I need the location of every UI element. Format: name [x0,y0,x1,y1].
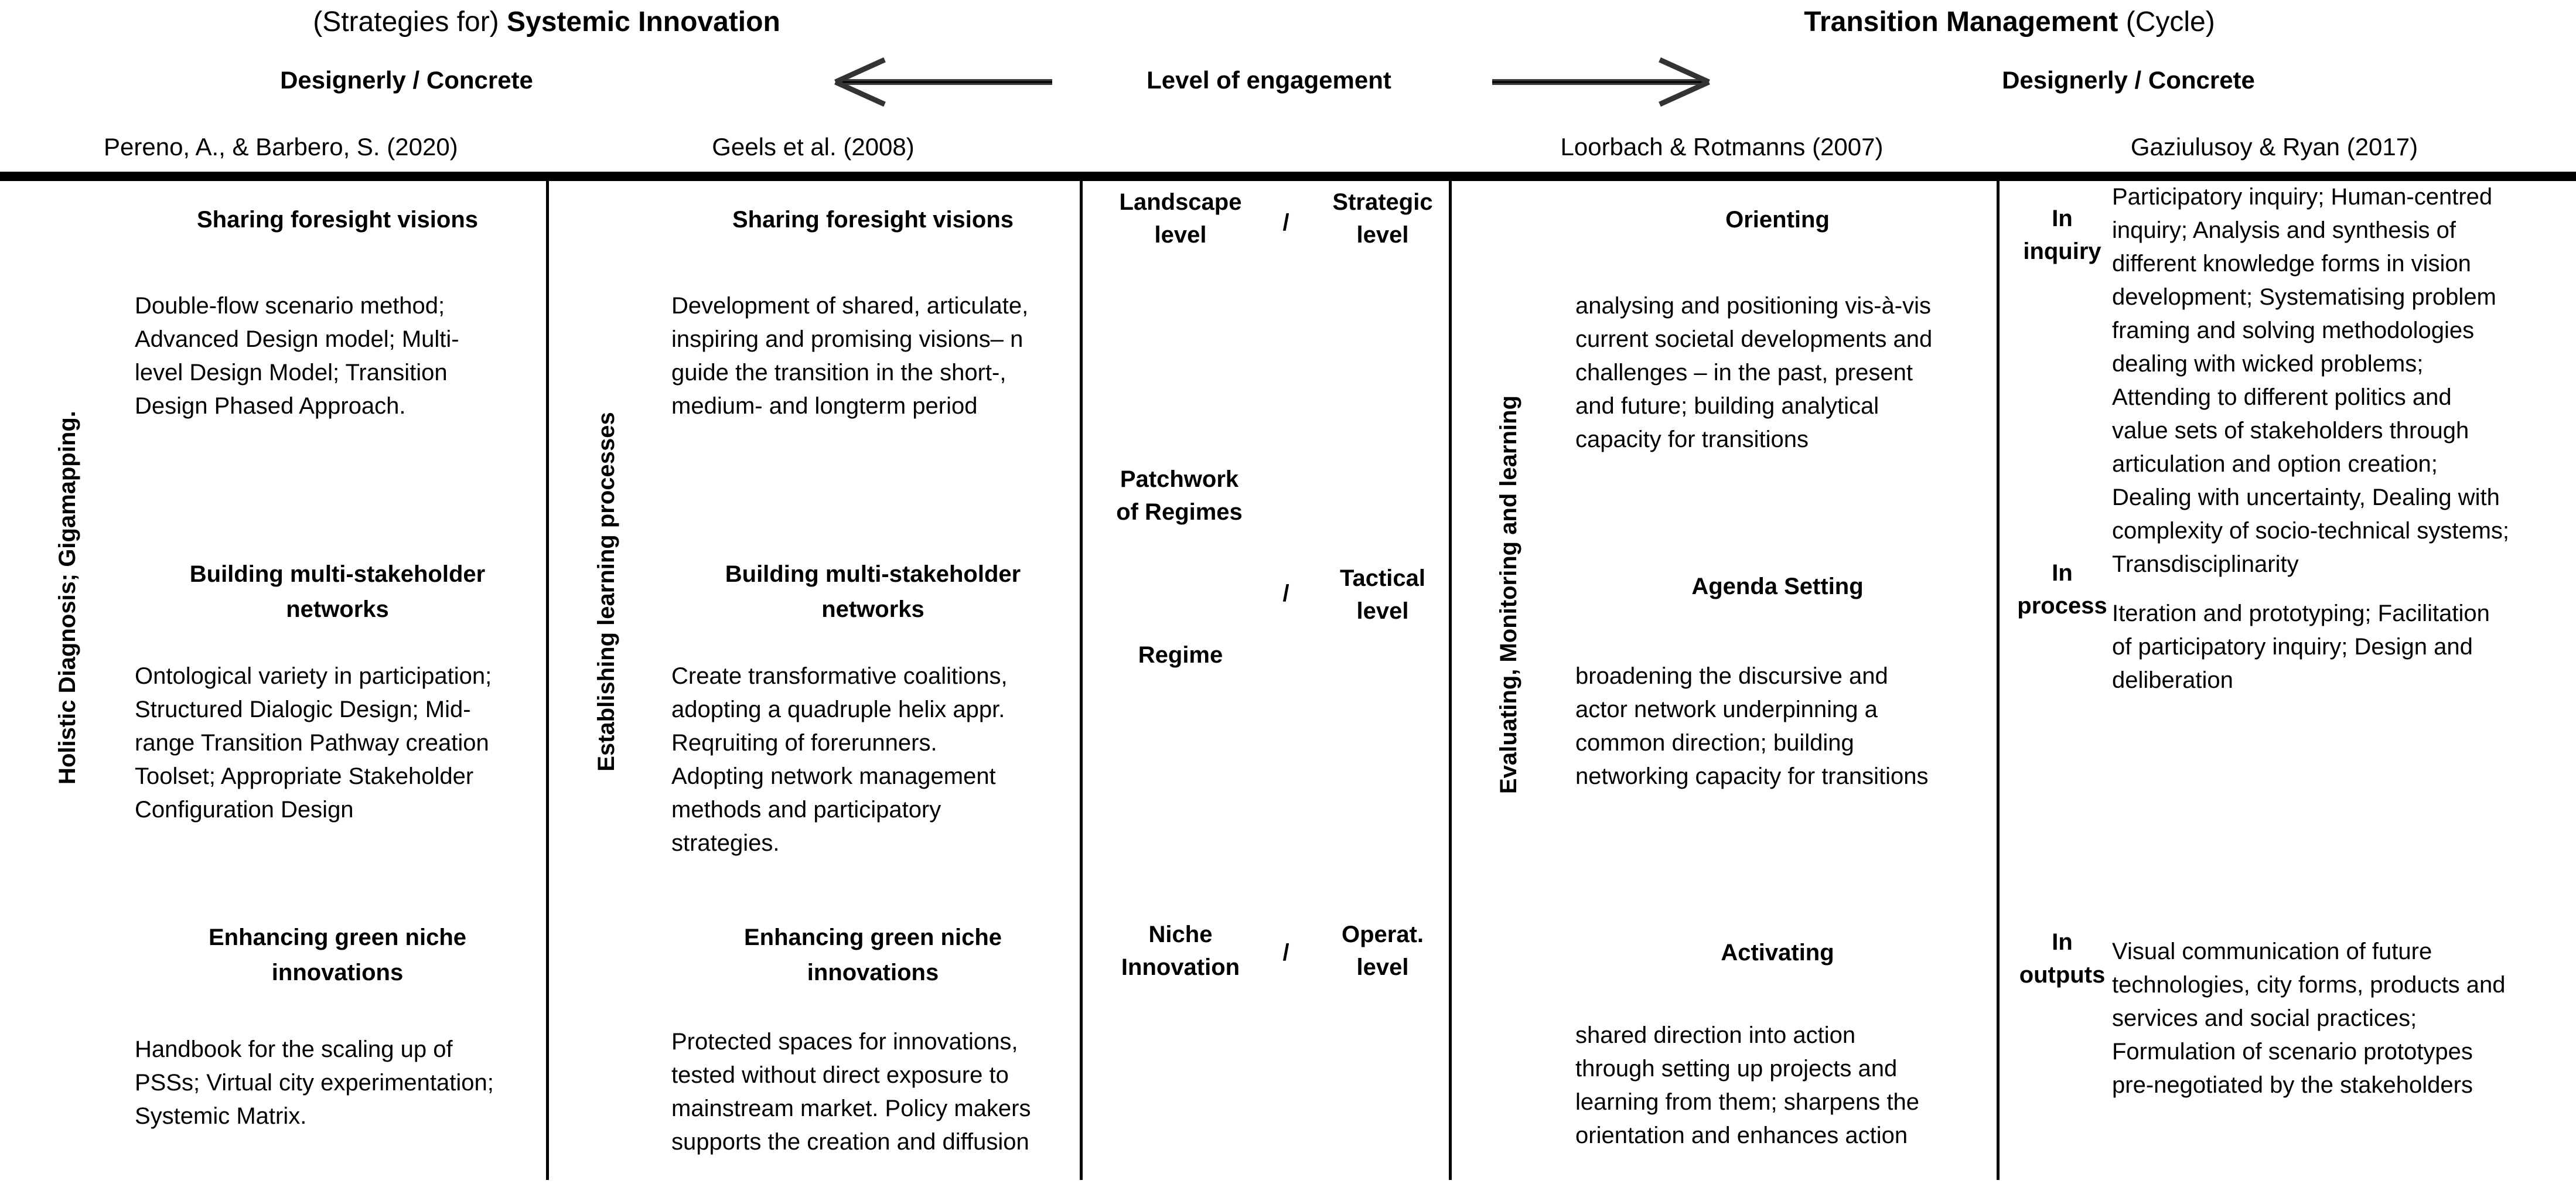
level-slash-3: / [1282,940,1289,966]
level-landscape: Landscape level [1119,189,1242,248]
pereno-heading-green-niche: Enhancing green niche innovations [208,925,467,985]
geels-body-green-niche: Protected spaces for innovations, tested… [671,1029,1031,1155]
right-arrow-icon [1492,57,1710,107]
pereno-body-networks: Ontological variety in participation; St… [135,663,492,823]
level-strategic: Strategic level [1332,189,1433,248]
gaziulusoy-label-in-outputs: In outputs [2019,929,2106,988]
column-divider-3 [1449,181,1452,1180]
right-subtitle: Designerly / Concrete [2002,66,2255,94]
geels-heading-sharing-foresight: Sharing foresight visions [732,207,1014,233]
column-divider-4 [1997,181,2000,1180]
geels-heading-green-niche: Enhancing green niche innovations [743,925,1002,985]
pereno-heading-sharing-foresight: Sharing foresight visions [196,207,479,233]
gaziulusoy-body-in-inquiry: Participatory inquiry; Human-centred inq… [2112,184,2510,577]
gaziulusoy-label-in-process: In process [2017,560,2107,619]
level-regime: Regime [1138,642,1223,668]
center-engagement-label: Level of engagement [1147,66,1391,94]
citation-pereno: Pereno, A., & Barbero, S. (2020) [104,133,458,161]
column-divider-1 [546,181,549,1180]
pereno-side-label: Holistic Diagnosis; Gigamapping. [54,411,80,784]
right-title-bold: Transition Management [1804,6,2118,37]
geels-heading-networks: Building multi-stakeholder networks [725,561,1021,622]
gaziulusoy-label-in-inquiry: In inquiry [2023,206,2101,264]
header-divider-line [0,172,2576,181]
gaziulusoy-body-in-process: Iteration and prototyping; Facilitation … [2112,601,2490,693]
pereno-body-green-niche: Handbook for the scaling up of PSSs; Vir… [135,1036,494,1129]
column-divider-2 [1080,181,1083,1180]
level-niche-innovation: Niche Innovation [1121,922,1240,980]
citation-gaziulusoy: Gaziulusoy & Ryan (2017) [2130,133,2418,161]
loorbach-body-activating: shared direction into action through set… [1575,1022,1919,1148]
right-title: Transition Management (Cycle) [1717,5,2302,40]
left-title-bold: Systemic Innovation [507,6,780,37]
left-title-prefix: (Strategies for) [313,6,507,37]
left-title: (Strategies for) Systemic Innovation [254,5,840,40]
left-subtitle: Designerly / Concrete [280,66,533,94]
citation-loorbach: Loorbach & Rotmanns (2007) [1560,133,1884,161]
loorbach-heading-agenda-setting: Agenda Setting [1691,574,1864,599]
gaziulusoy-body-in-outputs: Visual communication of future technolog… [2112,939,2506,1098]
level-slash-1: / [1282,210,1289,236]
geels-body-networks: Create transformative coalitions, adopti… [671,663,1008,856]
level-tactical: Tactical level [1340,565,1425,624]
loorbach-body-agenda-setting: broadening the discursive and actor netw… [1575,663,1929,789]
loorbach-heading-activating: Activating [1721,940,1834,966]
loorbach-side-label: Evaluating, Monitoring and learning [1496,395,1521,794]
geels-side-label: Establishing learning processes [593,412,619,772]
citation-geels: Geels et al. (2008) [712,133,915,161]
right-title-suffix: (Cycle) [2118,6,2215,37]
pereno-body-sharing-foresight: Double-flow scenario method; Advanced De… [135,293,459,419]
pereno-heading-networks: Building multi-stakeholder networks [189,561,486,622]
level-slash-2: / [1282,581,1289,606]
level-patchwork-of-regimes: Patchwork of Regimes [1116,466,1243,525]
level-operational: Operat. level [1341,922,1424,980]
loorbach-body-orienting: analysing and positioning vis-à-vis curr… [1575,293,1933,452]
geels-body-sharing-foresight: Development of shared, articulate, inspi… [671,293,1029,419]
loorbach-heading-orienting: Orienting [1725,207,1830,233]
left-arrow-icon [834,57,1052,107]
